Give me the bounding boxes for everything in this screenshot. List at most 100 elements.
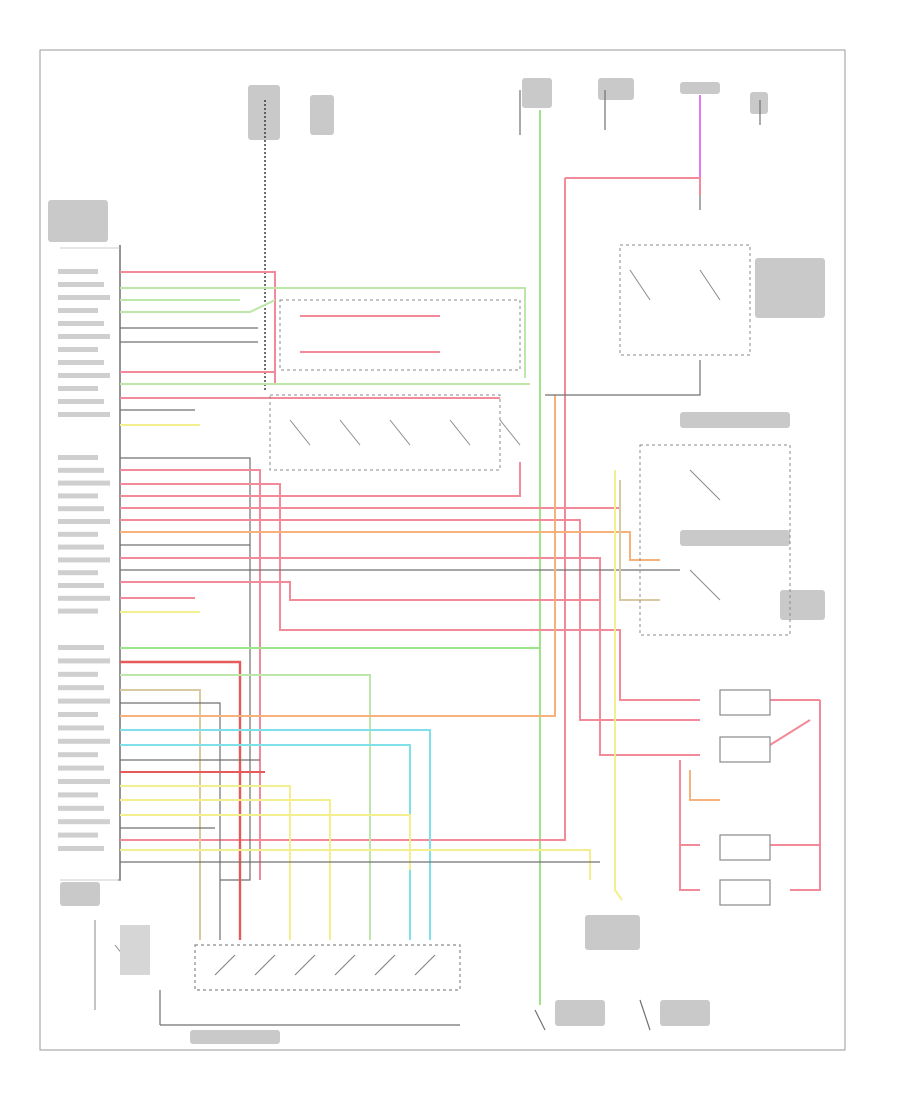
relay-box-top [279, 299, 521, 371]
wire-gray-8 [120, 702, 221, 940]
diagram-frame [39, 49, 846, 1051]
wire-pink-10 [120, 519, 700, 721]
pin-label-stub [58, 519, 110, 524]
top-label-blob-4 [598, 78, 634, 100]
pin-label-stub [58, 531, 98, 537]
pin-label-stub [58, 544, 104, 550]
pin-label-stub [58, 819, 110, 825]
lower-switch-6 [414, 954, 436, 976]
wire-pink-right-down [120, 178, 566, 841]
bottom-label-blob-1 [585, 915, 640, 950]
wire-pink-7 [120, 483, 700, 701]
pin-label-stub [58, 846, 104, 851]
wire-green-6 [120, 674, 371, 940]
pin-label-stub [58, 373, 110, 378]
relay-block-right [619, 244, 791, 636]
control-module [60, 245, 121, 881]
pin-label-stub [58, 506, 104, 512]
upper-switch-3 [389, 419, 411, 446]
pin-label-stub [58, 685, 104, 691]
wire-tan-1 [120, 689, 201, 940]
wire-gray-right-1 [545, 360, 701, 396]
upper-switch-4 [449, 419, 471, 446]
upper-switch-dashed-box [269, 394, 501, 471]
wire-pink-top [565, 177, 701, 195]
pin-label-stub [58, 282, 104, 287]
module-pin-labels [58, 269, 110, 851]
wire-yellow-6 [120, 849, 591, 880]
bottom-label-blob-3 [660, 1000, 710, 1026]
pin-label-stub [58, 725, 104, 731]
relay-dashed-box-mid [639, 444, 791, 636]
right-label-blob-1 [755, 258, 825, 318]
pin-label-stub [58, 712, 98, 717]
component-box-1 [719, 689, 771, 716]
pin-label-stub [58, 360, 104, 365]
wire-pink-right-1 [679, 760, 700, 891]
switches-bottom-right [534, 999, 651, 1031]
top-label-blob-5 [680, 82, 720, 94]
component-box-4 [719, 879, 771, 906]
pin-label-stub [58, 455, 98, 460]
lower-switch-3 [294, 954, 316, 976]
pin-label-stub [58, 308, 98, 313]
top-label-blob-6 [750, 92, 768, 114]
module-title-blob [48, 200, 108, 242]
switch-bank-lower [159, 944, 461, 1026]
pin-label-stub [58, 658, 110, 664]
wire-yellow-right [614, 470, 623, 901]
pin-label-stub [58, 645, 104, 650]
lower-switch-1 [214, 954, 236, 976]
pin-label-stub [58, 765, 104, 771]
pin-label-stub [58, 608, 98, 614]
wire-orange-right [689, 770, 720, 801]
relay-contact-3 [689, 469, 721, 501]
pin-label-stub [58, 557, 110, 563]
ground-switch-left [94, 920, 150, 1010]
top-label-blob-1 [248, 85, 280, 140]
bottom-label-blob-4 [190, 1030, 280, 1044]
relay-contact-2 [699, 269, 721, 301]
right-label-blob-2 [680, 412, 790, 428]
pin-label-stub [58, 321, 104, 326]
wire-red-1 [120, 660, 242, 940]
bottom-switch-2 [639, 999, 651, 1031]
wire-pink-right-4 [769, 719, 811, 746]
wire-pink-right-2 [790, 700, 821, 891]
header-label-blobs [48, 78, 825, 1044]
component-box-2 [719, 736, 771, 763]
pin-label-stub [58, 570, 98, 576]
wire-pink-1 [120, 271, 276, 385]
pin-label-stub [58, 347, 98, 352]
wire-yellow-4 [120, 799, 331, 940]
wire-pink-11 [120, 557, 700, 756]
relay-contact-4 [689, 569, 721, 601]
upper-switch-2 [339, 419, 361, 446]
pin-label-stub [58, 386, 98, 391]
relay-contact-1 [629, 269, 651, 301]
wire-tan-right [619, 480, 660, 601]
wire-yellow-5 [120, 814, 411, 870]
upper-switch-5 [499, 419, 521, 446]
right-label-blob-4 [780, 590, 825, 620]
ground-label-blob [60, 882, 100, 906]
wire-pink-6 [120, 469, 261, 880]
wire-pink-8 [120, 462, 521, 497]
pin-label-stub [58, 399, 104, 404]
pin-label-stub [58, 752, 98, 758]
pin-label-stub [58, 738, 110, 744]
lower-switch-4 [334, 954, 356, 976]
pin-label-stub [58, 467, 104, 473]
component-boxes-right [719, 689, 771, 906]
wire-cyan-1 [120, 729, 431, 940]
wire-gray-5 [120, 457, 251, 881]
wire-cyan-2 [120, 744, 411, 940]
wire-green-1 [120, 287, 526, 378]
pin-label-stub [58, 493, 98, 499]
ground-switch-label-blob [120, 925, 150, 975]
pin-label-stub [58, 832, 98, 838]
pin-label-stub [58, 671, 98, 677]
wire-yellow-3 [120, 785, 291, 940]
pin-label-stub [58, 595, 110, 601]
